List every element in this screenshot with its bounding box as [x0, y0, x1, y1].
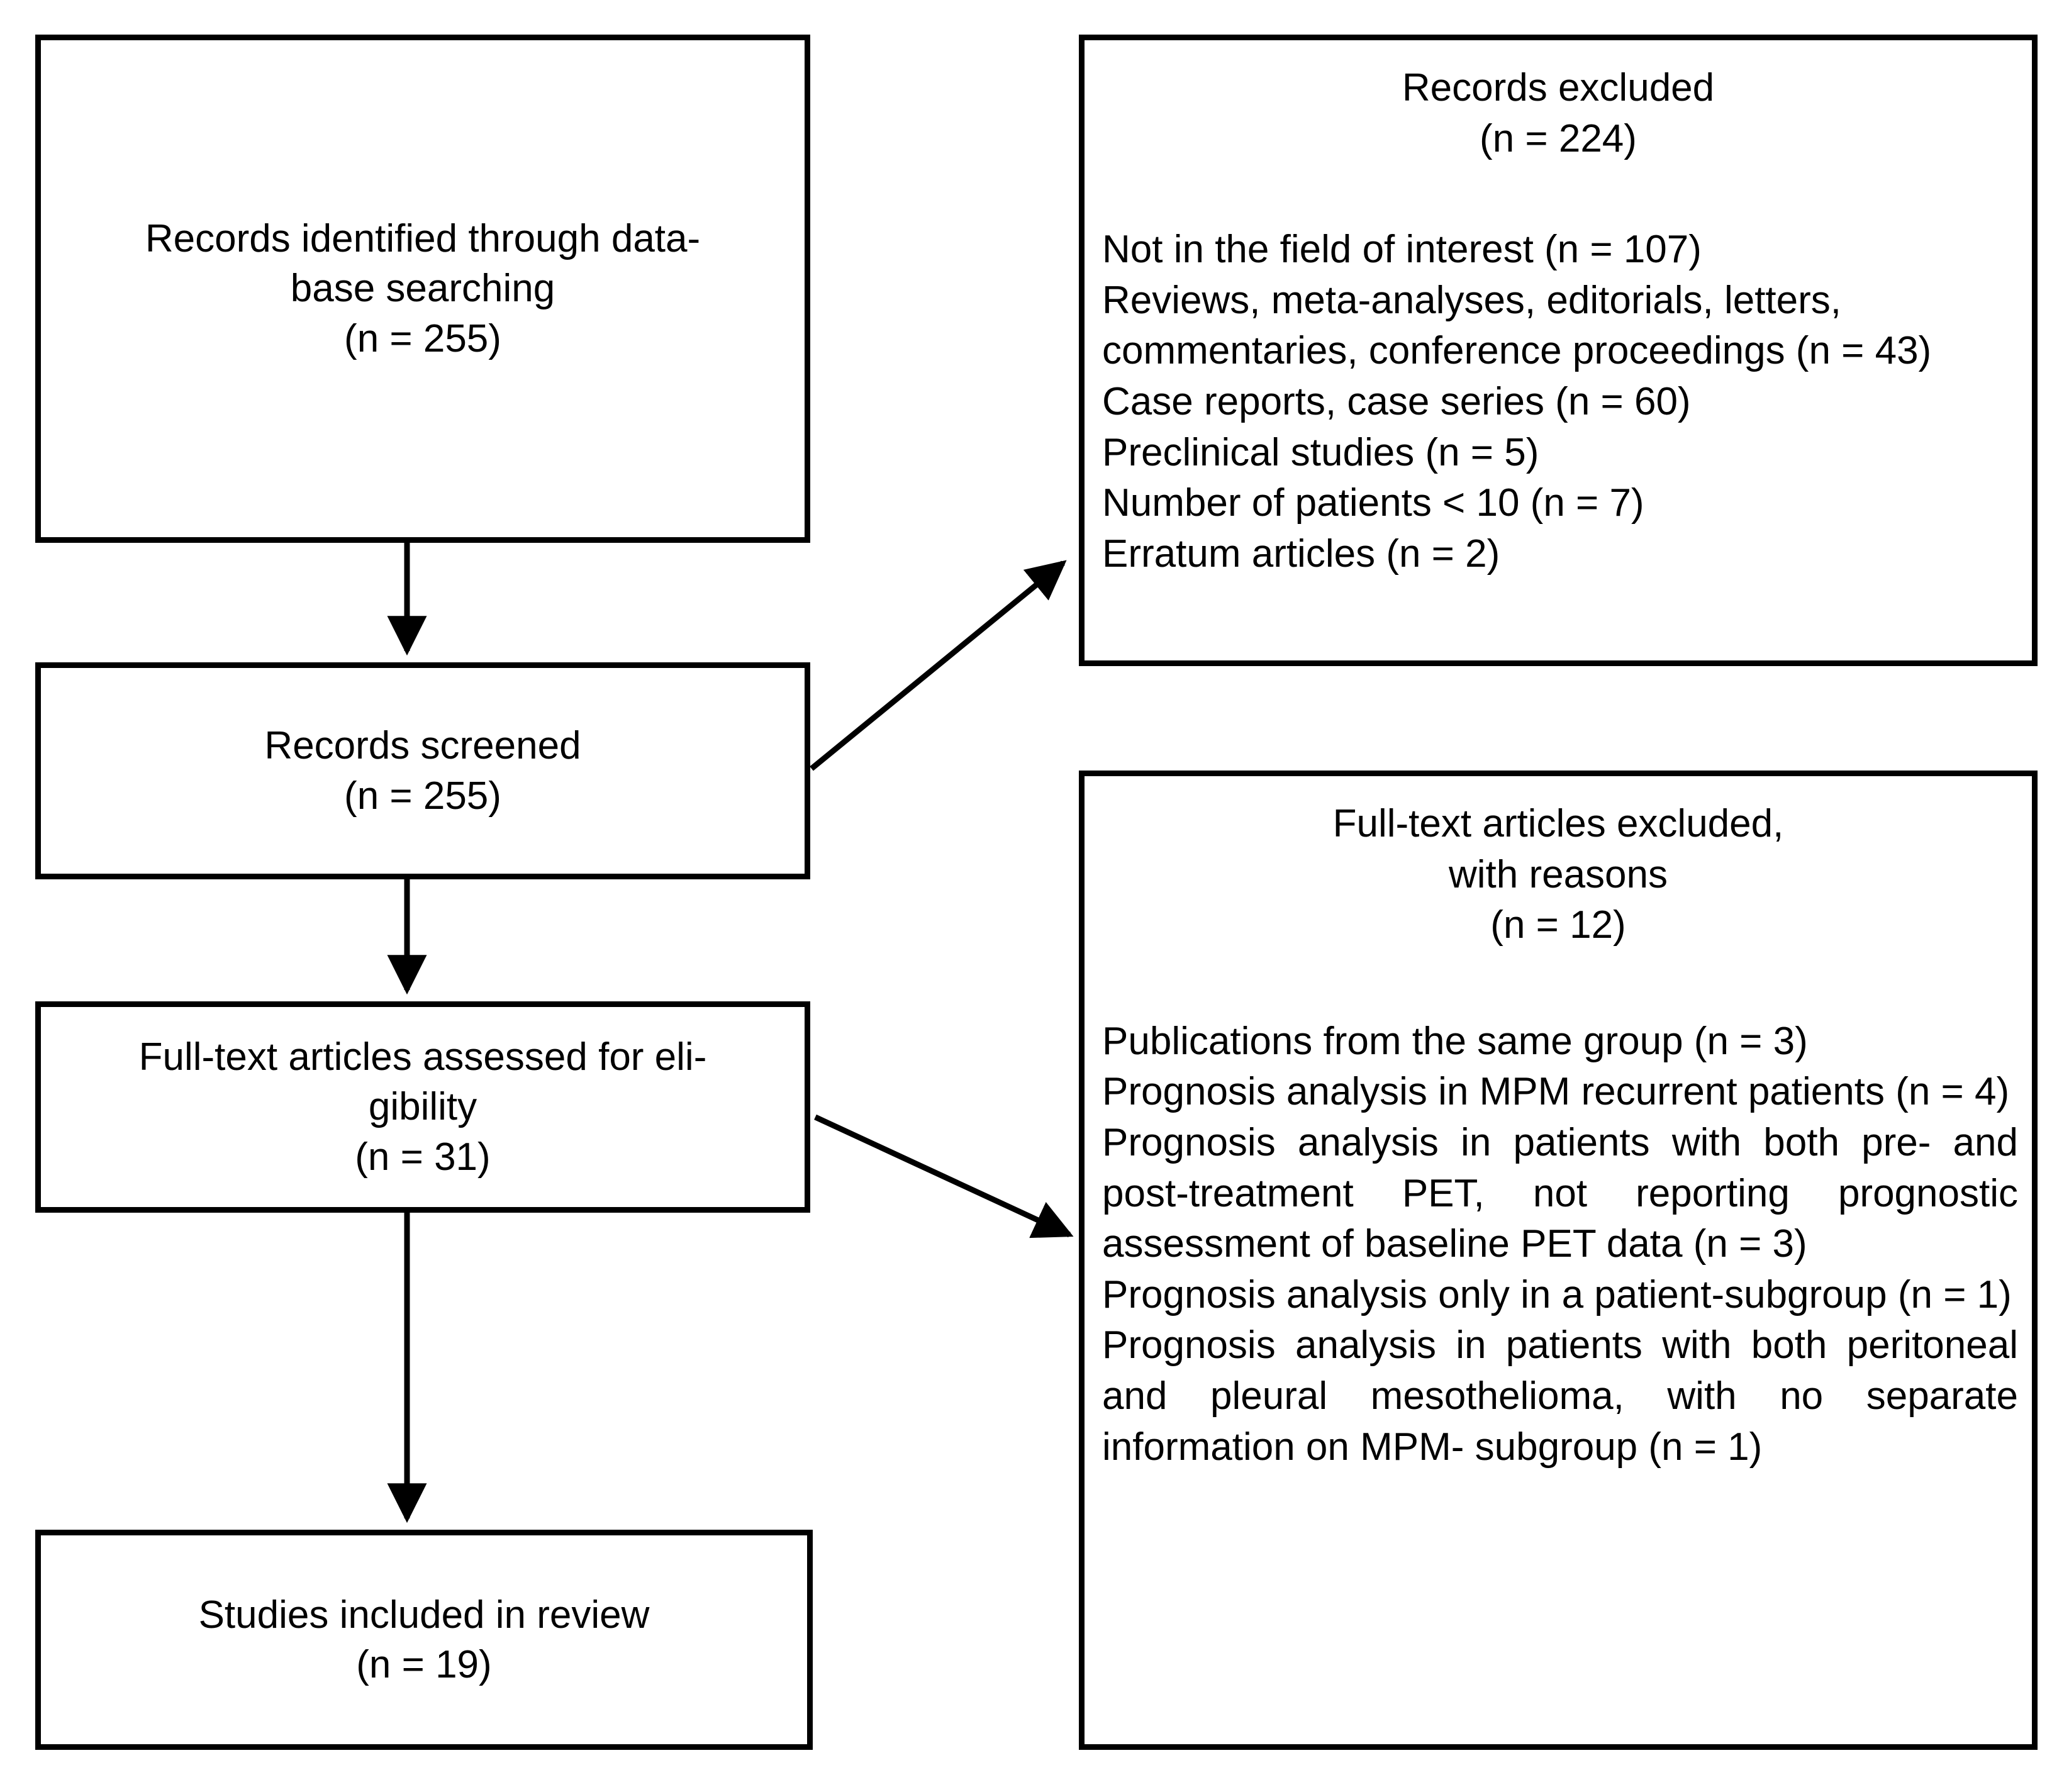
fulltext-excluded-heading: Full-text articles excluded, with reason… [1332, 802, 1784, 947]
arrow-screened-to-records-excluded [810, 560, 1067, 771]
box-fulltext-articles-excluded: Full-text articles excluded, with reason… [1079, 771, 2038, 1750]
box-studies-included-label: Studies included in review (n = 19) [198, 1593, 650, 1686]
fulltext-excluded-reason: Prognosis analysis in patients with both… [1102, 1120, 2018, 1266]
fulltext-excluded-reason: Prognosis analysis in MPM recurrent pati… [1102, 1070, 2010, 1114]
records-excluded-reason-list: Not in the field of interest (n = 107) R… [1085, 225, 2032, 579]
box-studies-included: Studies included in review (n = 19) [35, 1530, 813, 1750]
spacer [1085, 164, 2032, 225]
spacer [1085, 951, 2032, 1016]
box-records-screened: Records screened (n = 255) [35, 662, 810, 879]
box-fulltext-eligibility: Full-text articles assessed for eli- gib… [35, 1001, 810, 1213]
records-excluded-reason: Not in the field of interest (n = 107) [1102, 228, 1702, 272]
box-records-screened-label: Records screened (n = 255) [264, 724, 581, 818]
box-records-excluded: Records excluded (n = 224) Not in the fi… [1079, 35, 2038, 666]
fulltext-excluded-reason: Publications from the same group (n = 3) [1102, 1019, 1808, 1063]
records-excluded-heading: Records excluded (n = 224) [1402, 66, 1715, 160]
fulltext-excluded-reason: Prognosis analysis only in a patient-sub… [1102, 1272, 2012, 1316]
records-excluded-reason: Erratum articles (n = 2) [1102, 531, 1500, 576]
records-excluded-reason: Preclinical studies (n = 5) [1102, 430, 1539, 474]
records-excluded-reason: Number of patients < 10 (n = 7) [1102, 481, 1644, 525]
box-records-identified-label: Records identified through data- base se… [145, 216, 701, 360]
arrow-eligibility-to-fulltext-excluded [814, 1114, 1074, 1238]
fulltext-excluded-reason-list: Publications from the same group (n = 3)… [1085, 1016, 2032, 1472]
records-excluded-reason: Reviews, meta-analyses, editorials, lett… [1102, 278, 1932, 373]
fulltext-excluded-reason: Prognosis analysis in patients with both… [1102, 1323, 2018, 1469]
box-records-identified: Records identified through data- base se… [35, 35, 810, 543]
records-excluded-reason: Case reports, case series (n = 60) [1102, 379, 1691, 423]
box-fulltext-eligibility-label: Full-text articles assessed for eli- gib… [138, 1035, 707, 1179]
